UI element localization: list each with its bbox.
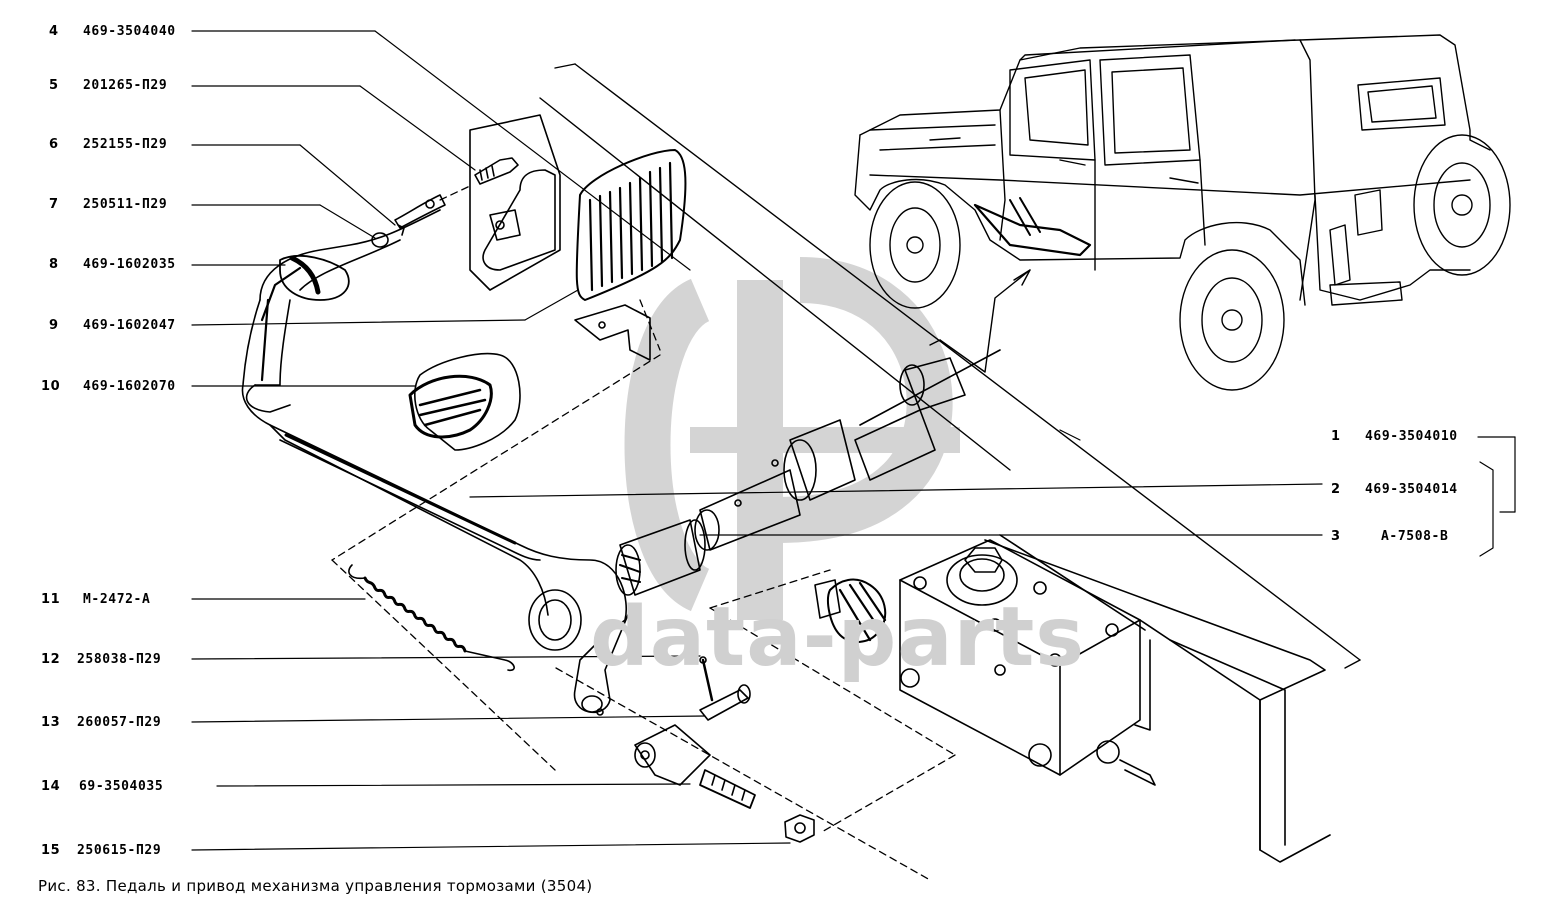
pedal-pad	[469, 114, 687, 361]
callout-13: 13 260057-П29	[41, 715, 161, 731]
vehicle-illustration	[854, 34, 1511, 391]
part-number: 250615-П29	[77, 843, 162, 858]
figure-caption: Рис. 83. Педаль и привод механизма управ…	[38, 877, 593, 895]
callout-11: 11 М-2472-А	[41, 592, 150, 608]
callout-number: 9	[49, 318, 59, 333]
part-number: 469-3504040	[83, 24, 176, 39]
part-number: 469-1602047	[83, 318, 176, 333]
callout-4: 4 469-3504040	[49, 24, 176, 40]
part-number: 258038-П29	[77, 652, 162, 667]
callout-number: 10	[41, 379, 61, 394]
part-number: 469-1602035	[83, 257, 176, 272]
callout-15: 15 250615-П29	[41, 843, 161, 859]
part-number: 250511-П29	[83, 197, 168, 212]
callout-number: 2	[1331, 482, 1341, 497]
part-number: 69-3504035	[79, 779, 164, 794]
callout-12: 12 258038-П29	[41, 652, 161, 668]
assembly-dashed-lines	[331, 185, 956, 881]
callout-number: 6	[49, 137, 59, 152]
callout-14: 14 69-3504035	[41, 779, 163, 795]
part-number: 469-3504010	[1365, 429, 1458, 444]
part-number: 252155-П29	[83, 137, 168, 152]
part-number: М-2472-А	[83, 592, 151, 607]
callout-number: 11	[41, 592, 61, 607]
callout-5: 5 201265-П29	[49, 78, 167, 94]
callout-3: 3 А-7508-В	[1331, 529, 1448, 545]
callout-number: 8	[49, 257, 59, 272]
callout-6: 6 252155-П29	[49, 137, 167, 153]
frame-lines	[539, 63, 1361, 669]
pedal-shaft-assembly	[615, 349, 1001, 596]
callout-number: 7	[49, 197, 59, 212]
callout-number: 5	[49, 78, 59, 93]
callout-number: 12	[41, 652, 61, 667]
callout-number: 15	[41, 843, 61, 858]
linkage-hardware	[634, 656, 815, 843]
callout-9: 9 469-1602047	[49, 318, 176, 334]
callout-number: 4	[49, 24, 59, 39]
callout-number: 13	[41, 715, 61, 730]
watermark-text: data-parts	[590, 590, 1086, 685]
callout-7: 7 250511-П29	[49, 197, 167, 213]
master-cylinder	[814, 539, 1156, 786]
return-spring	[348, 564, 515, 672]
callout-8: 8 469-1602035	[49, 257, 176, 273]
callout-10: 10 469-1602070	[41, 379, 176, 395]
part-number: А-7508-В	[1381, 529, 1449, 544]
callout-number: 3	[1331, 529, 1341, 544]
bolt-assembly	[371, 157, 519, 248]
part-number: 469-1602070	[83, 379, 176, 394]
pedal-rubber-pad	[408, 352, 521, 451]
part-number: 260057-П29	[77, 715, 162, 730]
callout-1: 1 469-3504010	[1331, 429, 1458, 445]
frame-channel	[984, 534, 1331, 863]
callout-number: 14	[41, 779, 61, 794]
watermark-logo	[624, 257, 960, 620]
callout-number: 1	[1331, 429, 1341, 444]
part-number: 201265-П29	[83, 78, 168, 93]
part-number: 469-3504014	[1365, 482, 1458, 497]
callout-2: 2 469-3504014	[1331, 482, 1458, 498]
brake-pedal-lever	[241, 209, 631, 716]
leader-lines	[191, 30, 1516, 851]
